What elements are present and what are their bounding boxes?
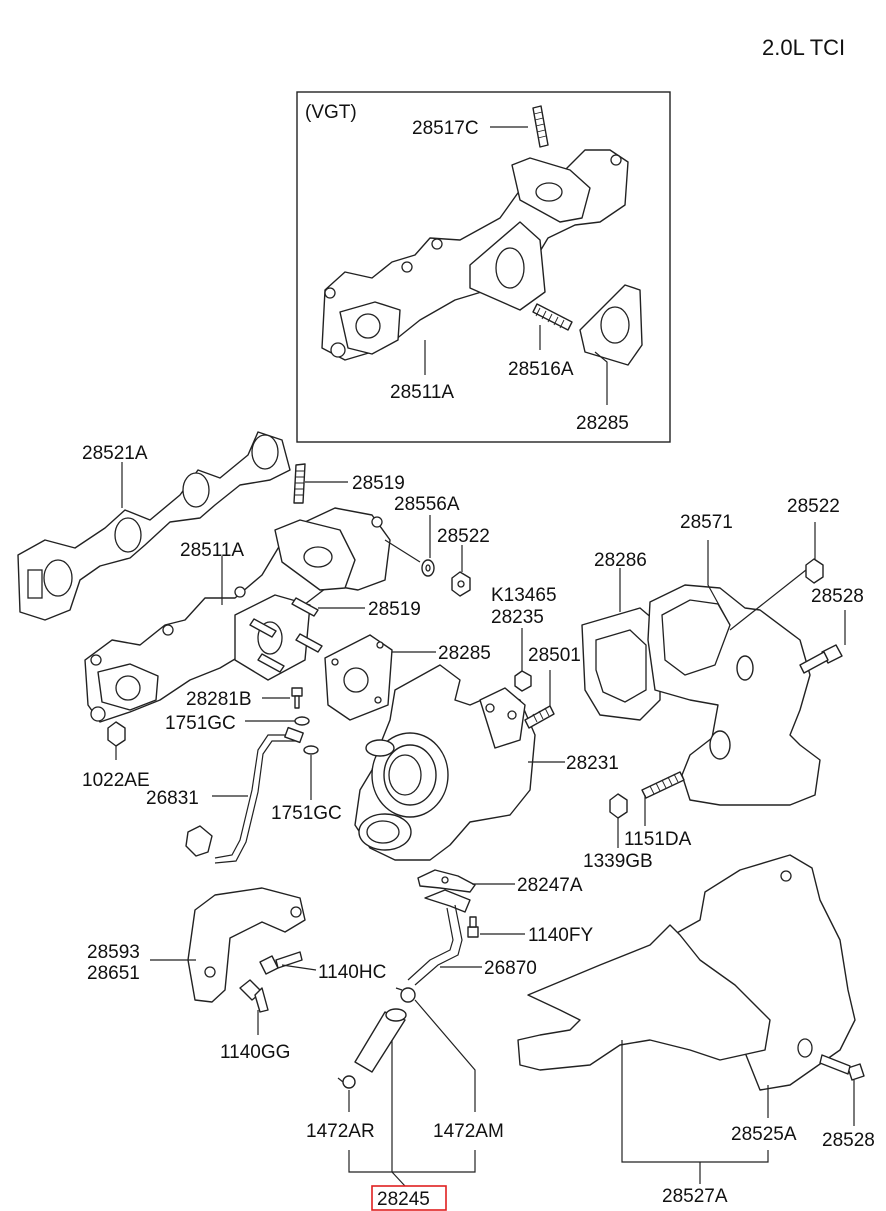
label-1140FY: 1140FY [528,925,593,946]
clamp-1472AM [395,987,416,1003]
label-28517C: 28517C [412,118,479,139]
gasket-28286 [581,607,661,721]
bolt-1140HC [259,951,303,975]
gasket-28285 [324,634,393,721]
oil-return-pipe-26870 [407,889,471,986]
label-28245[interactable]: 28245 [377,1189,430,1210]
nut-1339GB [609,793,628,819]
vgt-box-label: (VGT) [305,102,357,123]
vgt-stud-28517C [532,105,549,148]
nut-28522-mid [451,571,471,597]
vgt-stud-28516A [532,303,573,331]
engine-label: 2.0L TCI [762,35,845,60]
label-28593: 28593 [87,942,140,963]
label-28285-vgt: 28285 [576,413,629,434]
label-28527A: 28527A [662,1186,728,1207]
hose-28245 [354,1008,407,1073]
label-28556A: 28556A [394,494,460,515]
label-28511A: 28511A [180,540,244,561]
washer-1751GC-upper [294,716,310,726]
label-K13465: K13465 [491,585,557,606]
label-1140GG: 1140GG [220,1042,290,1063]
label-1339GB: 1339GB [583,851,653,872]
stud-1151DA [641,771,685,799]
label-1022AE: 1022AE [82,770,150,791]
heat-protector-28527A [517,924,771,1071]
label-28522-mid: 28522 [437,526,490,547]
bolt-1140GG [239,979,269,1013]
label-28286: 28286 [594,550,647,571]
label-28511A-vgt: 28511A [390,382,454,403]
label-1140HC: 1140HC [318,962,386,983]
label-28285: 28285 [438,643,491,664]
gasket-28247A [417,869,476,893]
label-28519-top: 28519 [352,473,405,494]
label-28525A: 28525A [731,1124,797,1145]
nut-1022AE [107,721,126,747]
label-1472AM: 1472AM [433,1121,504,1142]
label-28516A: 28516A [508,359,574,380]
clamp-1472AR [337,1075,356,1089]
label-1751GC-lower: 1751GC [271,803,342,824]
label-28571: 28571 [680,512,733,533]
highlight-box-28245 [371,1185,447,1211]
label-28651: 28651 [87,963,140,984]
oil-feed-pipe-26831 [185,726,304,864]
label-28521A: 28521A [82,443,148,464]
bolt-28281B [291,687,303,709]
label-28519-mid: 28519 [368,599,421,620]
bolt-1140FY [467,916,479,938]
stud-28501 [524,705,555,729]
exhaust-elbow-28571 [647,584,821,806]
studs-28519-mid [249,597,323,673]
nut-28235 [514,670,532,692]
label-1472AR: 1472AR [306,1121,375,1142]
manifold-gasket-28521A [17,431,291,621]
nut-28522-right [805,558,824,584]
washer-1751GC-lower [303,745,319,755]
stud-28519-top [293,463,306,504]
exhaust-manifold-28511A [84,507,391,723]
label-28522-right: 28522 [787,496,840,517]
label-28231: 28231 [566,753,619,774]
label-1151DA: 1151DA [624,829,692,850]
label-28247A: 28247A [517,875,583,896]
label-28501: 28501 [528,645,581,666]
label-28528-top: 28528 [811,586,864,607]
label-26870: 26870 [484,958,537,979]
vgt-inset-box [296,91,671,443]
vgt-exhaust-manifold [321,149,629,361]
label-28235: 28235 [491,607,544,628]
washer-28556A [421,559,435,577]
turbocharger-28231 [354,664,536,861]
label-26831: 26831 [146,788,199,809]
label-28528-bottom: 28528 [822,1130,875,1151]
label-1751GC-upper: 1751GC [165,713,236,734]
bolt-28528-bottom [819,1054,865,1081]
vgt-gasket-28285 [579,284,643,366]
bolt-28528-top [799,644,843,674]
bracket-28593 [187,887,306,1003]
heat-protector-28525A [649,854,856,1091]
label-28281B: 28281B [186,689,252,710]
